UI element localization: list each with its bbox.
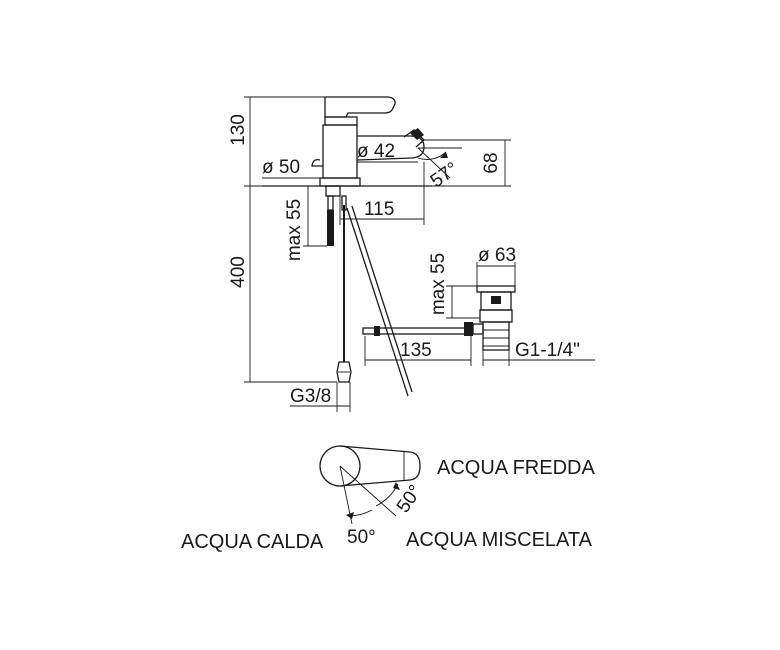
dim-max55-waste: max 55	[428, 253, 449, 315]
dim-body-diameter: ø 50	[262, 157, 300, 178]
label-hot-water: ACQUA CALDA	[181, 531, 324, 553]
threaded-stud	[327, 210, 334, 246]
fixing-stud	[327, 195, 334, 211]
dim-400: 400	[228, 256, 249, 288]
mixer-lever	[324, 96, 396, 118]
dim-max55-mixer: max 55	[284, 199, 305, 261]
mixer-dimensions	[244, 96, 511, 412]
dim-g114: G1-1/4"	[515, 340, 580, 361]
waste-plug-cap	[476, 285, 516, 293]
dim-spout-diameter: ø 42	[357, 141, 395, 162]
aerator-tip	[410, 128, 424, 140]
mixer-body	[322, 124, 358, 179]
waste-thread	[482, 321, 510, 351]
dim-68: 68	[481, 152, 502, 173]
dim-g38: G3/8	[290, 386, 331, 407]
dim-135: 135	[400, 340, 432, 361]
mixer-base	[319, 177, 361, 187]
label-mixed-water: ACQUA MISCELATA	[406, 529, 593, 551]
waste-assembly	[446, 262, 595, 366]
dim-waste-diameter: ø 63	[478, 245, 516, 266]
popup-lever	[311, 158, 323, 167]
popup-rod	[346, 207, 409, 397]
dim-115: 115	[364, 199, 394, 220]
waste-body	[479, 309, 513, 323]
label-cold-water: ACQUA FREDDA	[437, 457, 595, 479]
waste-rod-connector	[464, 322, 473, 336]
fixing-nut	[325, 185, 341, 197]
dim-spout-angle: 57°	[427, 158, 463, 192]
lever-top-handle	[339, 445, 421, 487]
angle-hot: 50°	[347, 527, 376, 548]
mixer-side-view	[262, 96, 472, 397]
lever-top-view	[319, 445, 421, 525]
dim-130: 130	[228, 114, 249, 146]
cartridge-cap	[324, 116, 358, 126]
